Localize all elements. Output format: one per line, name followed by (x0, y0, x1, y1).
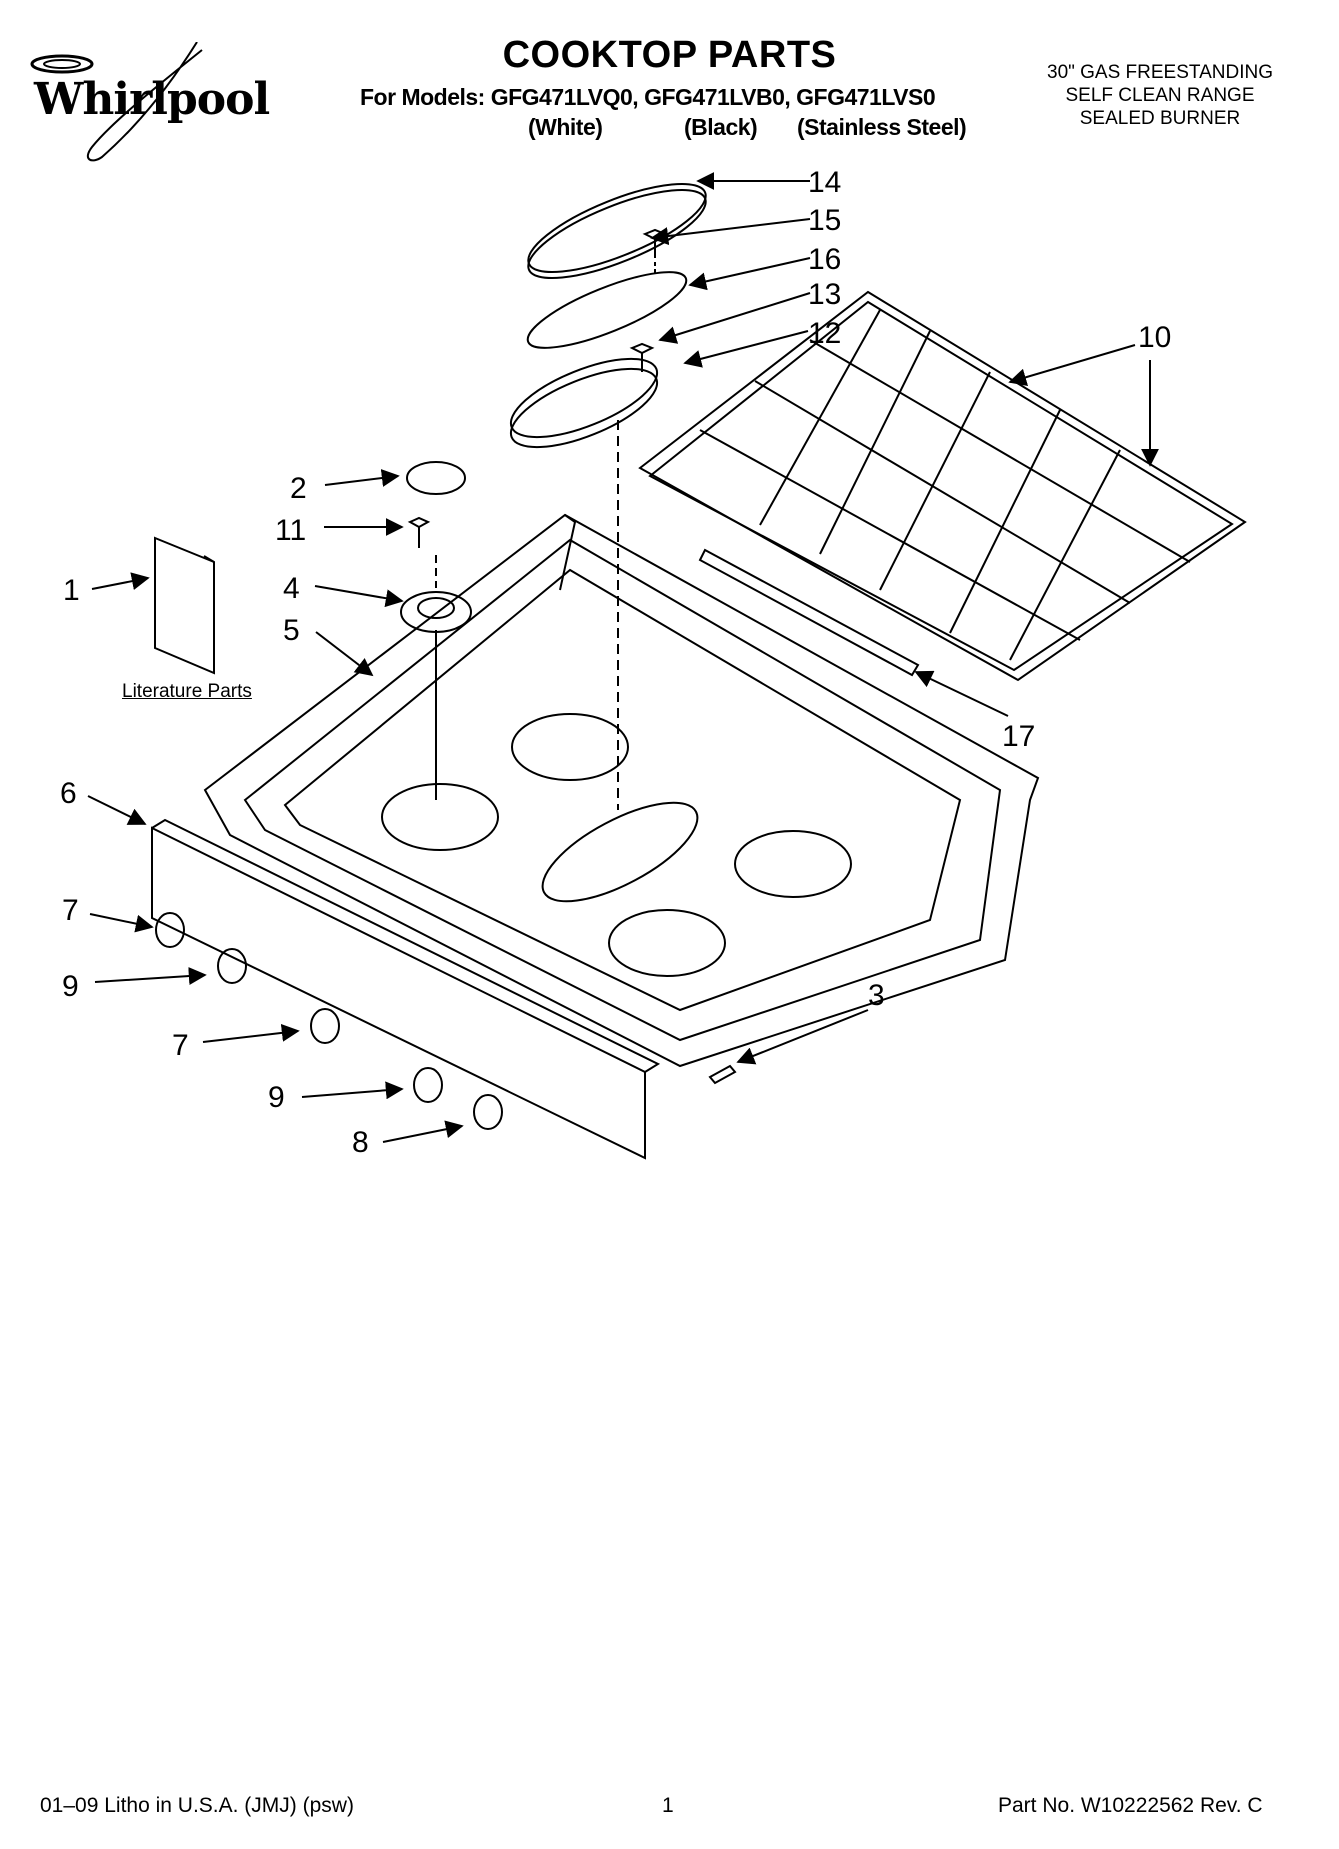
callout-5: 5 (283, 614, 300, 647)
callout-labels: 14 15 16 13 12 10 2 11 1 4 5 17 6 7 9 7 … (60, 166, 1171, 1159)
callout-11: 11 (275, 514, 306, 547)
callout-14: 14 (808, 166, 841, 199)
callout-7a: 7 (62, 894, 79, 927)
callout-4: 4 (283, 572, 300, 605)
footer-part-number: Part No. W10222562 Rev. C (998, 1794, 1263, 1817)
part-round-burner-base (400, 591, 472, 633)
whirlpool-logo (30, 42, 203, 162)
product-desc-line-3: SEALED BURNER (1079, 108, 1241, 129)
callout-9b: 9 (268, 1081, 285, 1114)
brand-wordmark: Whirlpool (34, 74, 270, 125)
part-knobs (155, 912, 503, 1130)
part-screw-3 (708, 1064, 737, 1085)
callout-15: 15 (808, 204, 841, 237)
callout-8: 8 (352, 1126, 369, 1159)
variant-white: (White) (528, 114, 603, 140)
callout-2: 2 (290, 472, 307, 505)
page-title: COOKTOP PARTS (502, 34, 837, 76)
footer-page-number: 1 (662, 1794, 674, 1817)
part-grate (638, 290, 1247, 682)
callout-16: 16 (808, 243, 841, 276)
product-desc-line-2: SELF CLEAN RANGE (1065, 85, 1255, 106)
part-screw-11 (407, 516, 431, 548)
callout-10: 10 (1138, 321, 1171, 354)
literature-parts-label: Literature Parts (122, 681, 252, 702)
callout-17: 17 (1002, 720, 1035, 753)
product-desc-line-1: 30" GAS FREESTANDING (1047, 62, 1273, 83)
part-burner-cap-round (406, 461, 466, 495)
models-line: For Models: GFG471LVQ0, GFG471LVB0, GFG4… (360, 84, 936, 110)
part-control-panel (151, 818, 661, 1160)
callout-1: 1 (63, 574, 80, 607)
callout-9a: 9 (62, 970, 79, 1003)
part-burner-cap-oval (527, 182, 707, 280)
part-strip-17 (698, 548, 920, 677)
callout-13: 13 (808, 278, 841, 311)
leader-lines (87, 172, 1159, 1143)
callout-12: 12 (808, 317, 841, 350)
part-oval-burner-base (509, 342, 659, 449)
variant-stainless: (Stainless Steel) (797, 114, 967, 140)
callout-7b: 7 (172, 1029, 189, 1062)
part-plate-16 (526, 271, 688, 349)
variant-black: (Black) (684, 114, 758, 140)
callout-3: 3 (868, 979, 885, 1012)
part-cooktop (203, 513, 1040, 1068)
callout-6: 6 (60, 777, 77, 810)
footer-litho: 01–09 Litho in U.S.A. (JMJ) (psw) (40, 1794, 354, 1817)
part-literature (154, 536, 215, 675)
